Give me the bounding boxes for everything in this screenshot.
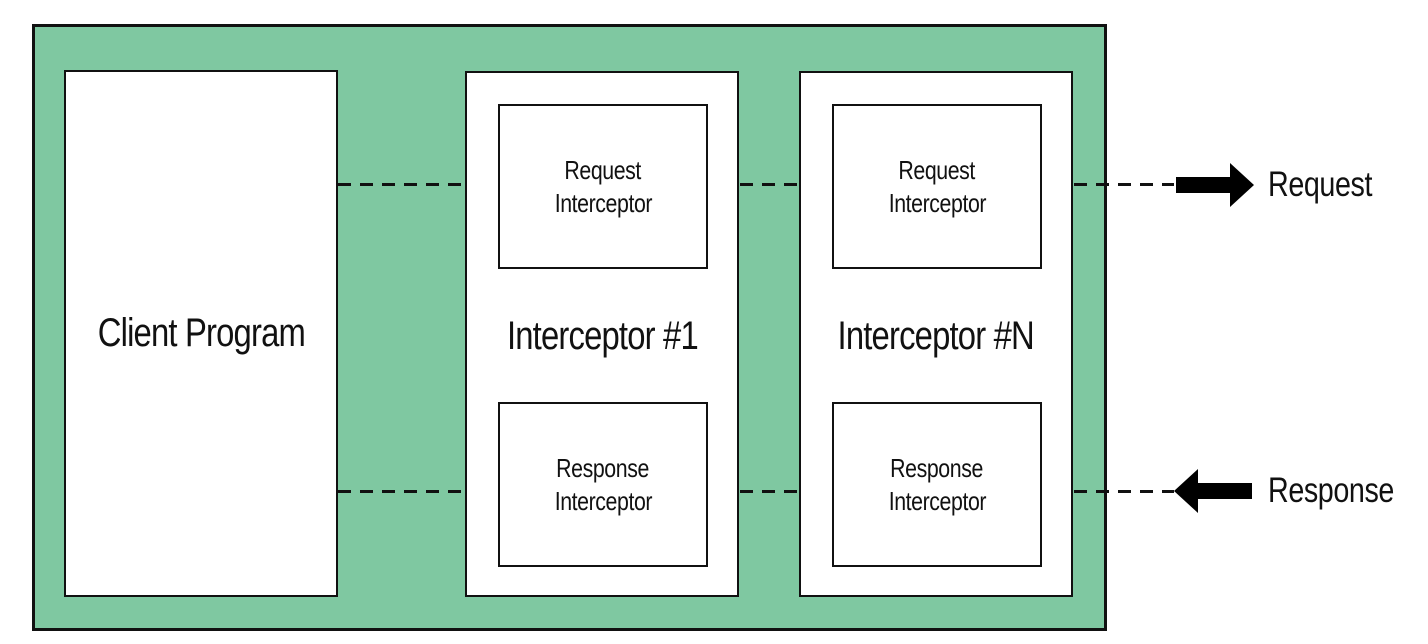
request-interceptor-label-line2: Interceptor <box>888 187 986 218</box>
interceptor-1-title: Interceptor #1 <box>506 313 699 358</box>
request-flow-label: Request <box>1268 165 1373 204</box>
request-interceptor-label-line2: Interceptor <box>554 187 652 218</box>
response-interceptor-label-line1: Response <box>556 452 650 483</box>
response-interceptor-label-line2: Interceptor <box>888 485 986 516</box>
request-flow-dash-client-to-1 <box>338 183 465 186</box>
request-arrow-icon <box>1176 163 1254 207</box>
response-flow-dash-n-to-out <box>1074 490 1174 493</box>
interceptor-1-request-box: Request Interceptor <box>498 104 708 269</box>
response-interceptor-label-line1: Response <box>890 452 984 483</box>
interceptor-n-title: Interceptor #N <box>837 313 1035 358</box>
request-flow-dash-1-to-n <box>740 183 799 186</box>
response-flow-dash-1-to-n <box>740 490 799 493</box>
response-arrow-icon <box>1174 469 1252 513</box>
response-flow-dash-client-to-1 <box>338 490 465 493</box>
request-interceptor-label-line1: Request <box>564 154 642 185</box>
interceptor-n-request-box: Request Interceptor <box>832 104 1042 269</box>
interceptor-1-panel: Request Interceptor Interceptor #1 Respo… <box>465 71 739 597</box>
request-flow-dash-n-to-out <box>1074 183 1174 186</box>
response-flow-label: Response <box>1268 471 1394 510</box>
client-program-label: Client Program <box>97 311 305 355</box>
request-interceptor-label-line1: Request <box>898 154 976 185</box>
client-program-box: Client Program <box>64 70 338 597</box>
interceptor-n-response-box: Response Interceptor <box>832 402 1042 567</box>
interceptor-1-response-box: Response Interceptor <box>498 402 708 567</box>
interceptor-n-panel: Request Interceptor Interceptor #N Respo… <box>799 71 1073 597</box>
response-interceptor-label-line2: Interceptor <box>554 485 652 516</box>
